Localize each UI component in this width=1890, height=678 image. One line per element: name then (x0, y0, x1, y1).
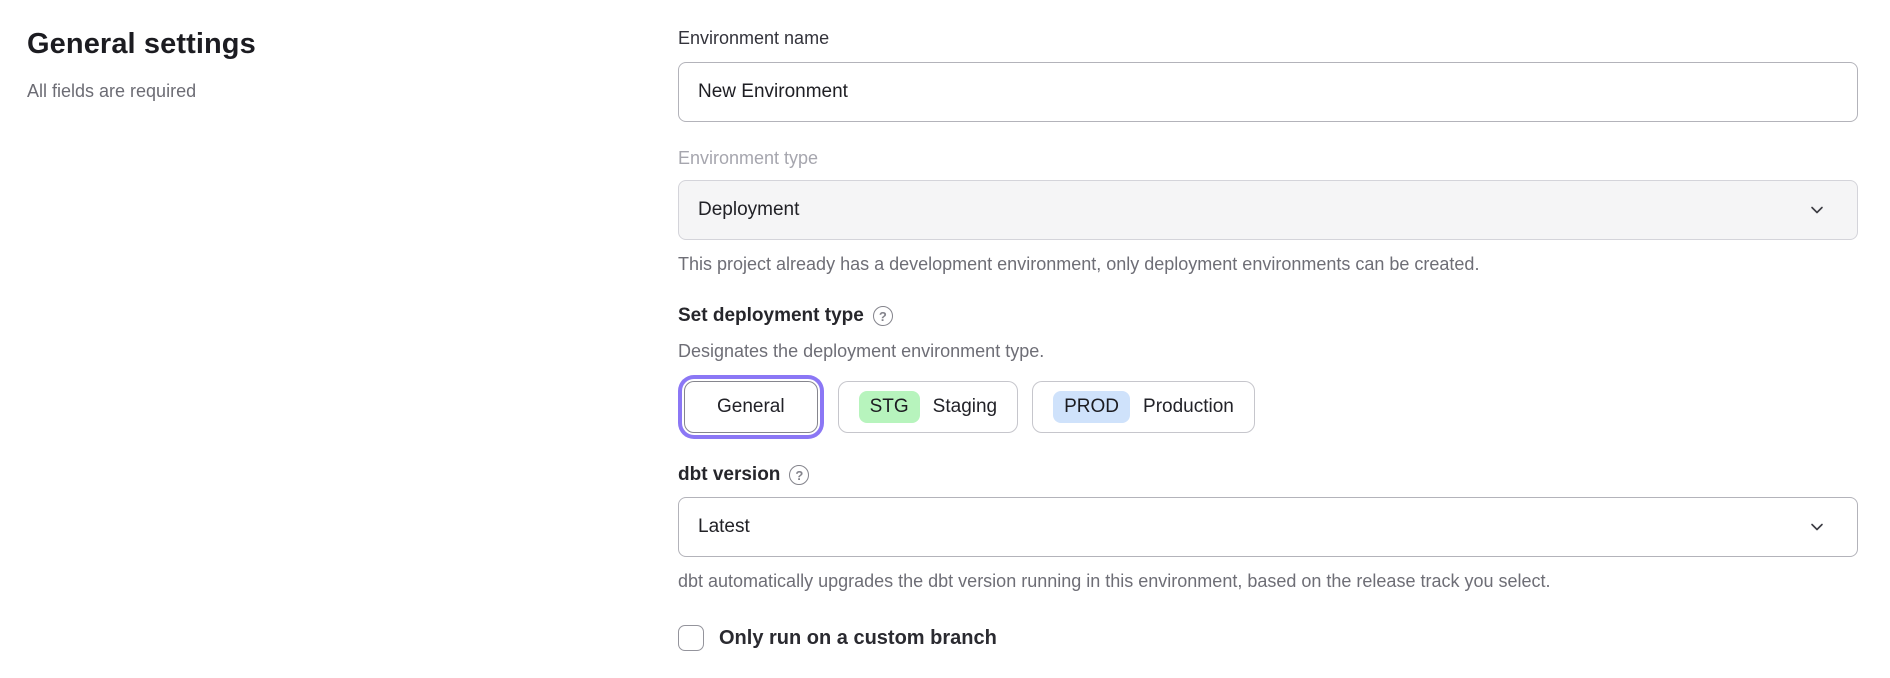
deployment-type-staging-button[interactable]: STG Staging (837, 381, 1019, 433)
custom-branch-checkbox[interactable] (678, 625, 704, 651)
custom-branch-row: Only run on a custom branch (678, 625, 1858, 651)
dbt-version-label: dbt version ? (678, 463, 1858, 487)
help-icon[interactable]: ? (872, 306, 893, 326)
staging-badge: STG (858, 391, 920, 423)
environment-form: Environment name Environment type Deploy… (678, 0, 1858, 678)
environment-type-value: Deployment (698, 199, 800, 220)
deployment-type-helper: Designates the deployment environment ty… (678, 341, 1045, 361)
dbt-version-label-text: dbt version (678, 464, 781, 485)
production-badge: PROD (1053, 391, 1131, 423)
deployment-type-label-text: Set deployment type (678, 305, 864, 326)
environment-type-select[interactable]: Deployment (678, 180, 1858, 240)
deployment-type-production-button[interactable]: PROD Production (1032, 381, 1255, 433)
deployment-type-label: Set deployment type ? (678, 304, 1858, 328)
environment-name-input[interactable] (678, 62, 1858, 122)
environment-type-helper: This project already has a development e… (678, 254, 1480, 274)
section-intro: General settings All fields are required (0, 0, 678, 678)
deployment-type-options: General STG Staging PROD Production (678, 376, 1858, 438)
custom-branch-label: Only run on a custom branch (719, 626, 997, 649)
chevron-down-icon (1808, 201, 1826, 219)
page-title: General settings (27, 28, 256, 60)
environment-type-label: Environment type (678, 148, 819, 168)
environment-name-label: Environment name (678, 28, 830, 48)
deployment-type-production-label: Production (1143, 396, 1234, 417)
chevron-down-icon (1808, 518, 1826, 536)
dbt-version-helper: dbt automatically upgrades the dbt versi… (678, 571, 1551, 591)
deployment-type-general-label: General (717, 396, 785, 417)
dbt-version-select[interactable]: Latest (678, 497, 1858, 557)
deployment-type-staging-label: Staging (932, 396, 998, 417)
dbt-version-value: Latest (698, 516, 750, 537)
help-icon[interactable]: ? (789, 465, 810, 485)
deployment-type-general-button[interactable]: General (684, 381, 818, 433)
page-subtitle: All fields are required (27, 81, 197, 101)
